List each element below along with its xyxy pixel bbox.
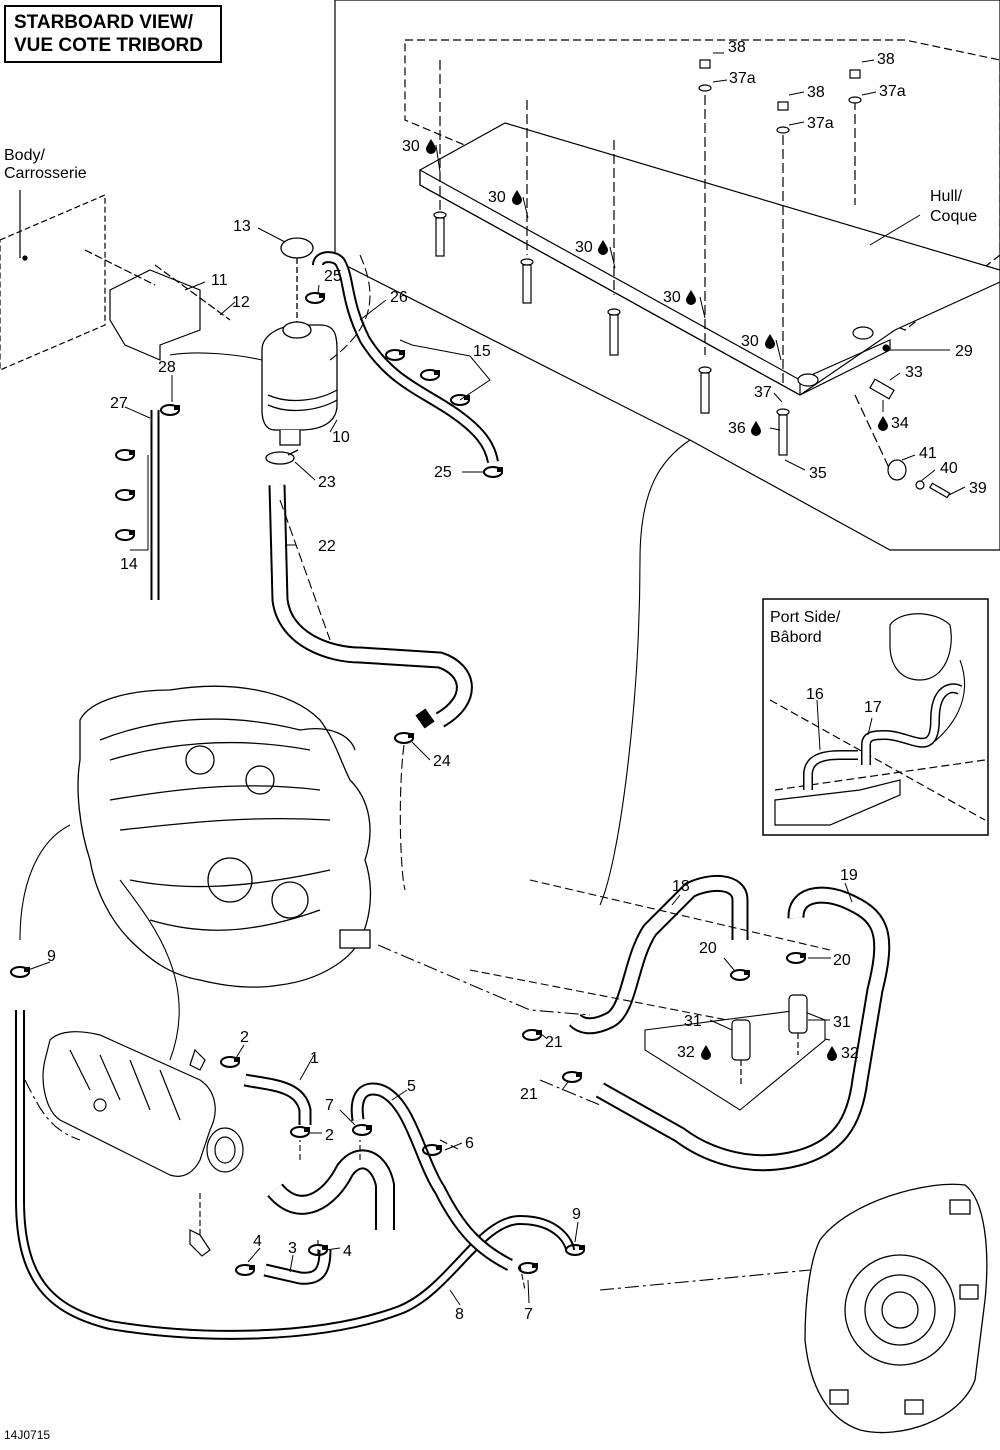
callout-18: 18 [672,878,690,895]
callout-29: 29 [955,343,973,360]
callout-25: 25 [434,464,452,481]
callout-5: 5 [407,1078,416,1095]
callout-21: 21 [545,1034,563,1051]
callout-1: 1 [310,1050,319,1067]
callout-13: 13 [233,218,251,235]
figure-code: 14J0715 [4,1428,51,1442]
hull-fasteners [433,59,951,499]
callout-32: 32 [677,1044,695,1061]
callout-9: 9 [47,948,56,965]
callout-6: 6 [465,1135,474,1152]
body-label: Body/ [4,147,45,164]
view-title-box: STARBOARD VIEW/ VUE COTE TRIBORD [4,5,222,63]
callout-11: 11 [211,272,228,289]
callout-34: 34 [891,415,909,432]
callout-37a: 37a [879,83,906,100]
callout-numbers: 38 37a 38 37a 38 37a 30 30 30 30 30 29 3… [47,39,987,1323]
callout-30: 30 [741,333,759,350]
callout-32: 32 [841,1045,859,1062]
callout-16: 16 [806,686,824,703]
expansion-tank [261,237,338,465]
engine [77,685,372,988]
callout-7: 7 [524,1306,533,1323]
hoses [15,251,891,1340]
callout-37: 37 [754,384,772,401]
callout-4: 4 [253,1233,262,1250]
sealant-drop-icon [827,1046,837,1061]
jet-pump-housing [804,1183,988,1434]
callout-14: 14 [120,556,138,573]
callout-24: 24 [433,753,451,770]
callout-36: 36 [728,420,746,437]
callout-2: 2 [240,1029,249,1046]
fittings [731,994,808,1085]
intake-manifold [42,1031,244,1257]
section-labels: Body/ Carrosserie Hull/ Coque Port Side/… [4,147,977,646]
callout-15: 15 [473,343,491,360]
port-side-label-fr: Bâbord [770,629,822,646]
callout-8: 8 [455,1306,464,1323]
body-label-fr: Carrosserie [4,165,87,182]
callout-33: 33 [905,364,923,381]
callout-17: 17 [864,699,882,716]
callout-12: 12 [232,294,250,311]
body-panel [0,190,231,371]
callout-7: 7 [325,1097,334,1114]
leader-lines [27,52,966,1306]
callout-28: 28 [158,359,176,376]
callout-30: 30 [488,189,506,206]
callout-2: 2 [325,1127,334,1144]
hull-label: Hull/ [930,188,963,205]
callout-30: 30 [575,239,593,256]
port-side-inset [762,598,989,836]
callout-41: 41 [919,445,937,462]
callout-3: 3 [288,1240,297,1257]
callout-37a: 37a [807,115,834,132]
callout-22: 22 [318,538,336,555]
callout-21: 21 [520,1086,538,1103]
callout-31: 31 [684,1013,702,1030]
callout-25: 25 [324,268,342,285]
callout-31: 31 [833,1014,851,1031]
callout-20: 20 [699,940,717,957]
callout-4: 4 [343,1243,352,1260]
callout-38: 38 [807,84,825,101]
callout-35: 35 [809,465,827,482]
view-title-fr: VUE COTE TRIBORD [14,35,203,56]
callout-27: 27 [110,395,128,412]
callout-37a: 37a [729,70,756,87]
callout-20: 20 [833,952,851,969]
view-title: STARBOARD VIEW/ [14,12,194,33]
callout-26: 26 [390,289,408,306]
callout-38: 38 [877,51,895,68]
callout-10: 10 [332,429,350,446]
port-side-label: Port Side/ [770,609,841,626]
callout-23: 23 [318,474,336,491]
callout-40: 40 [940,460,958,477]
callout-38: 38 [728,39,746,56]
callout-19: 19 [840,867,858,884]
callout-30: 30 [402,138,420,155]
callout-30: 30 [663,289,681,306]
hull-label-fr: Coque [930,208,977,225]
callout-39: 39 [969,480,987,497]
callout-9: 9 [572,1206,581,1223]
